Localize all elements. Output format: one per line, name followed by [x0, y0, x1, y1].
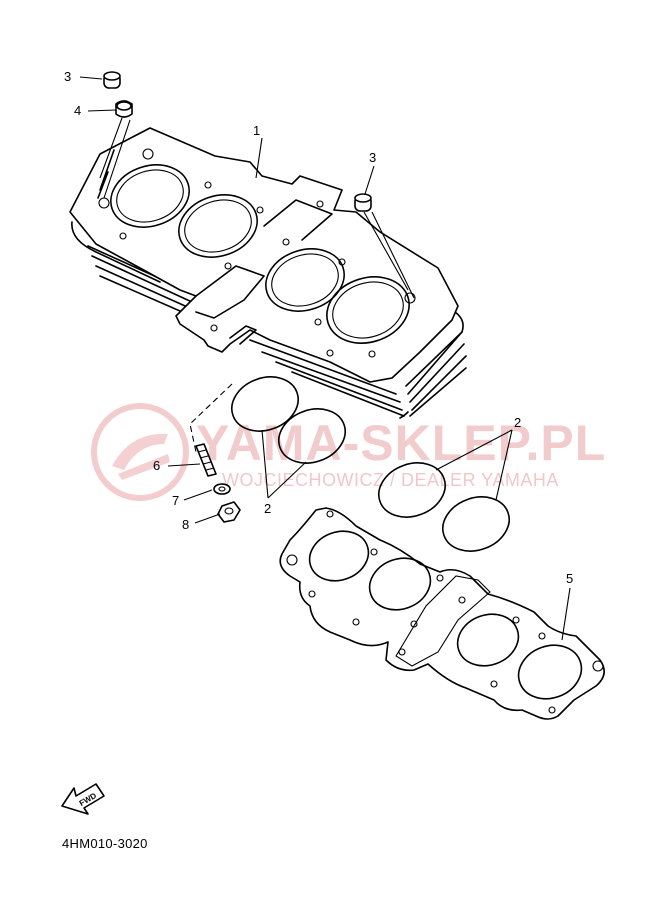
callout-2-right: 2 — [514, 415, 522, 430]
callout-3-right: 3 — [369, 150, 377, 165]
o-ring-right-a — [378, 462, 446, 518]
diagram-code: 4HM010-3020 — [62, 836, 148, 851]
watermark-subtitle: WOJCIECHOWICZ / DEALER YAMAHA — [222, 470, 559, 490]
callout-2-left: 2 — [264, 501, 272, 516]
stud-bolt — [195, 443, 217, 477]
callout-3-top: 3 — [64, 69, 72, 84]
bore-4 — [326, 276, 410, 344]
cylinder-block — [69, 127, 467, 419]
dowel-pin-top — [103, 71, 121, 89]
watermark-title: YAMA-SKLEP.PL — [196, 415, 607, 471]
callout-7: 7 — [172, 493, 180, 508]
callout-4: 4 — [74, 103, 82, 118]
bore-1 — [110, 164, 190, 228]
leader-lines — [79, 76, 571, 641]
callout-6: 6 — [153, 458, 161, 473]
callout-8: 8 — [182, 517, 190, 532]
gasket-holes — [286, 510, 604, 714]
stud-holes — [98, 148, 416, 358]
dowel-pin-right — [354, 193, 372, 212]
dowel-cap-4 — [115, 100, 133, 118]
watermark-logo — [91, 403, 189, 501]
o-ring-right-b — [442, 496, 510, 552]
fwd-arrow-icon: FWD — [61, 783, 105, 815]
bore-3 — [265, 248, 345, 312]
cylinder-deck — [69, 127, 459, 383]
bore-2 — [178, 194, 258, 258]
callout-5: 5 — [566, 571, 574, 586]
nut — [217, 501, 241, 523]
cylinder-gasket — [279, 507, 605, 720]
callout-1: 1 — [253, 123, 261, 138]
washer — [213, 483, 231, 495]
o-ring-left-b — [278, 408, 346, 464]
o-ring-left-a — [231, 376, 299, 432]
